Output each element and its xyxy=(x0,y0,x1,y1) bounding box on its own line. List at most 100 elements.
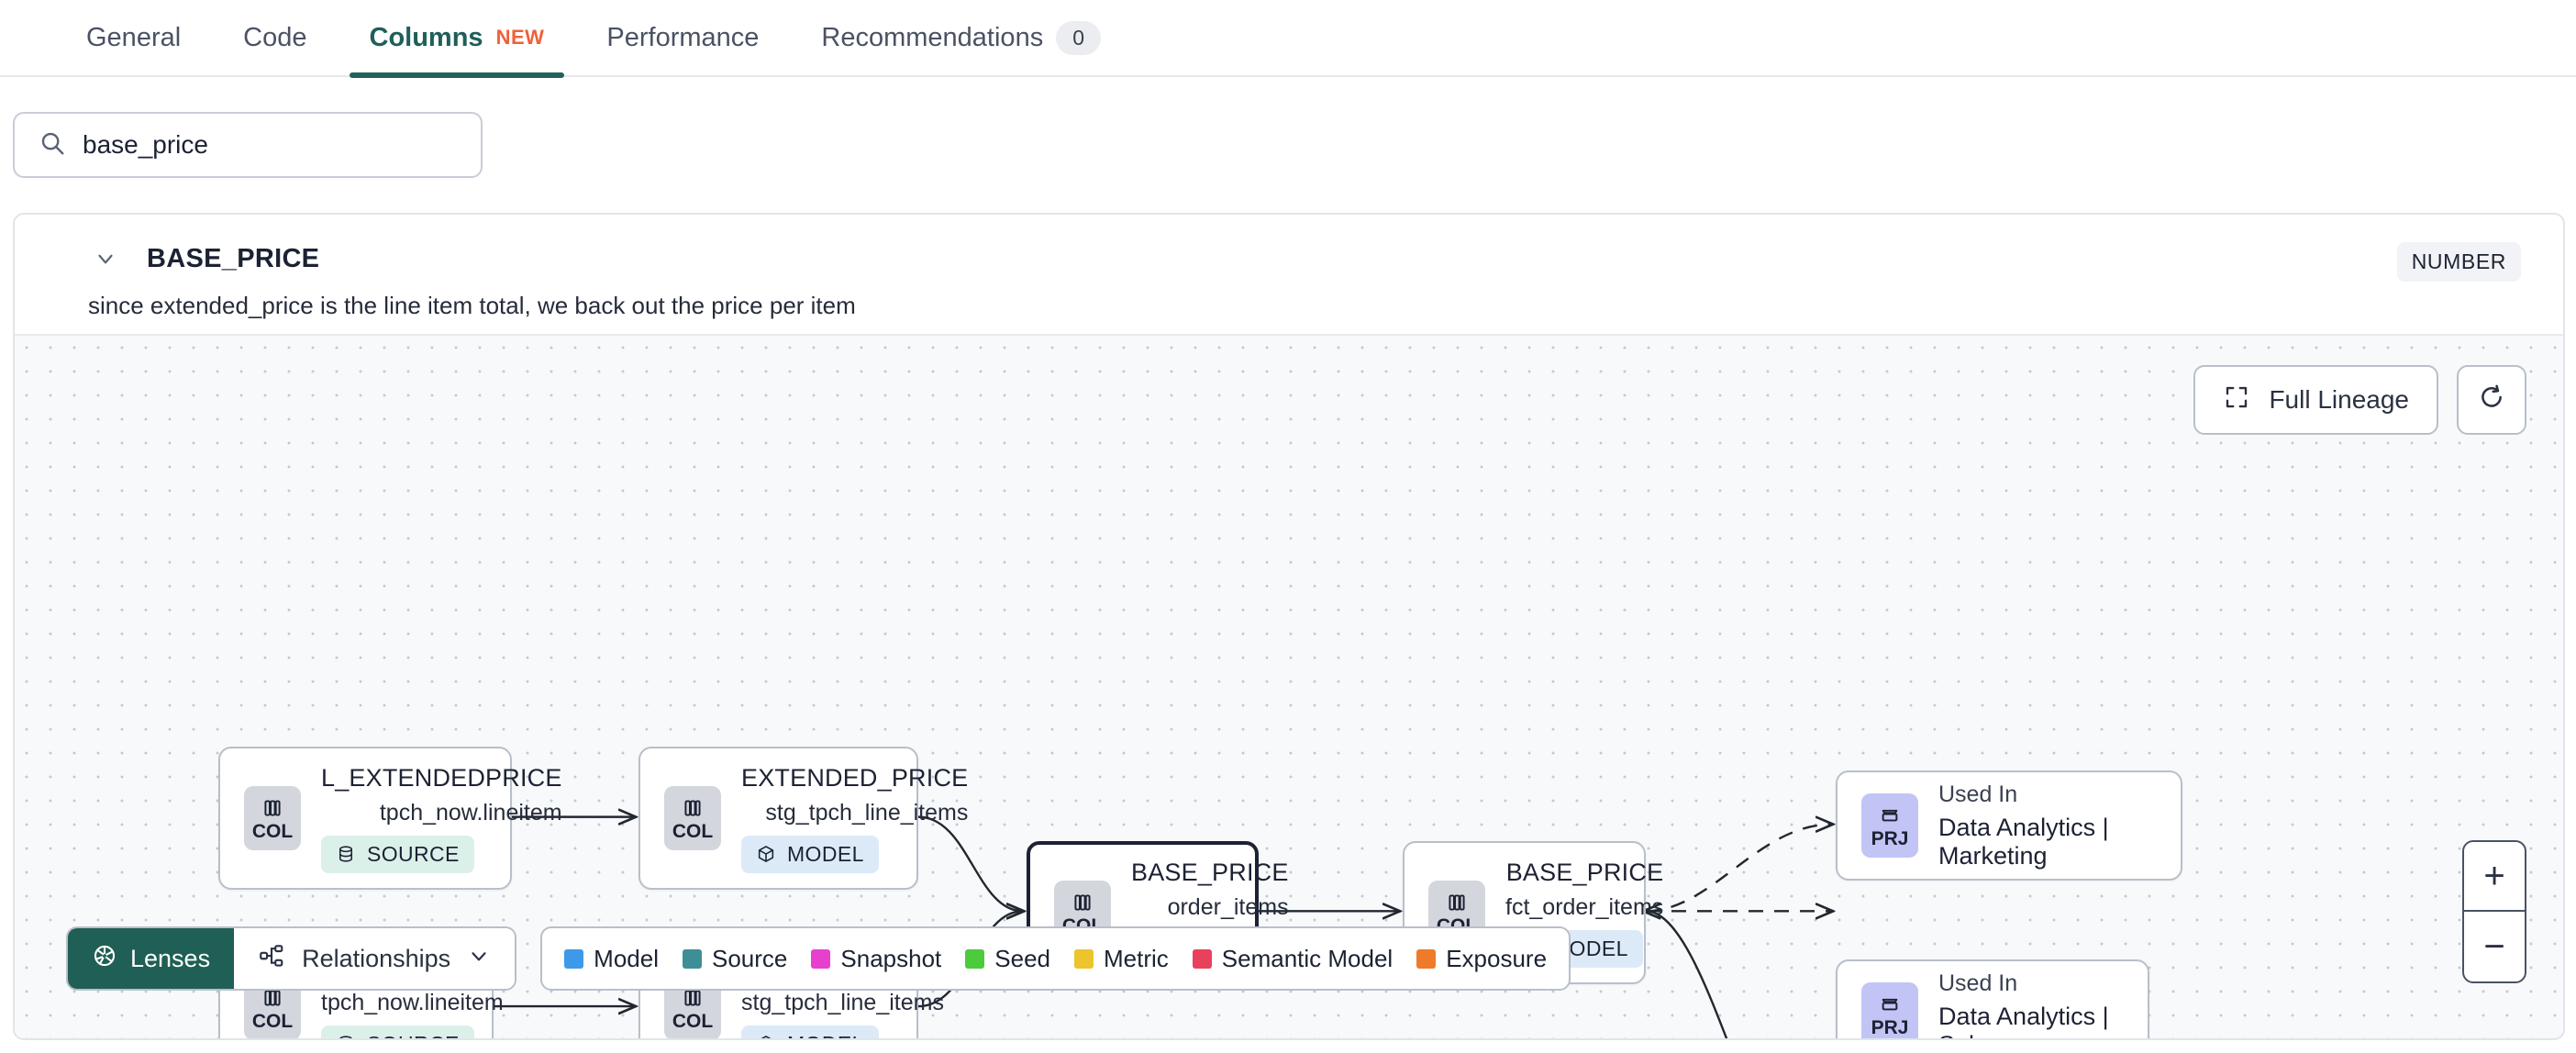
tab-code[interactable]: Code xyxy=(212,0,338,76)
column-detail-panel: BASE_PRICE NUMBER since extended_price i… xyxy=(13,213,2565,1040)
tab-recommendations[interactable]: Recommendations 0 xyxy=(790,0,1132,76)
kind-label: COL xyxy=(672,1010,714,1032)
tab-columns[interactable]: Columns NEW xyxy=(339,0,576,78)
node-title: EXTENDED_PRICE xyxy=(741,763,969,792)
legend-item-model: Model xyxy=(564,945,659,973)
tab-label: Code xyxy=(243,22,307,52)
page-title: BASE_PRICE xyxy=(147,243,320,273)
node-subtitle: stg_tpch_line_items xyxy=(741,989,944,1015)
legend-item-metric: Metric xyxy=(1074,945,1169,973)
pill-label: MODEL xyxy=(787,841,864,866)
tab-new-flag: NEW xyxy=(495,26,545,49)
kind-label: COL xyxy=(251,820,294,842)
legend-label: Semantic Model xyxy=(1221,944,1393,972)
legend-swatch xyxy=(965,948,985,969)
full-lineage-button[interactable]: Full Lineage xyxy=(2193,365,2438,435)
project-name: Data Analytics | Marketing xyxy=(1938,813,2109,870)
refresh-icon xyxy=(2477,382,2506,418)
legend-swatch xyxy=(1192,948,1212,969)
lineage-edges xyxy=(494,336,2563,1038)
node-subtitle: tpch_now.lineitem xyxy=(379,799,562,826)
kind-label: PRJ xyxy=(1871,1016,1909,1038)
column-header: BASE_PRICE NUMBER since extended_price i… xyxy=(15,215,2563,328)
node-body: EXTENDED_PRICE stg_tpch_line_items MODEL xyxy=(741,764,968,873)
lineage-canvas[interactable]: COL L_EXTENDEDPRICE tpch_now.lineitem SO… xyxy=(15,334,2563,1038)
project-name: Data Analytics | Sales xyxy=(1938,1002,2109,1039)
tab-general[interactable]: General xyxy=(55,0,212,76)
prj-kind-icon: PRJ xyxy=(1861,982,1918,1038)
legend-label: Model xyxy=(594,944,659,972)
expand-icon xyxy=(2223,383,2250,417)
zoom-controls: + − xyxy=(2462,840,2526,983)
column-type-badge: NUMBER xyxy=(2396,242,2521,282)
legend-swatch xyxy=(811,948,831,969)
legend-item-seed: Seed xyxy=(965,945,1050,973)
node-type-pill: MODEL xyxy=(741,835,879,873)
tab-label: Performance xyxy=(606,22,760,52)
node-body: Used In Data Analytics | Sales xyxy=(1938,970,2124,1039)
legend-item-semantic-model: Semantic Model xyxy=(1192,944,1393,973)
node-body: QUANTITY stg_tpch_line_items MODEL xyxy=(741,954,944,1039)
relationships-label: Relationships xyxy=(302,944,451,972)
legend-swatch xyxy=(1074,948,1094,969)
tab-bar: General Code Columns NEW Performance Rec… xyxy=(0,0,2576,78)
legend-swatch xyxy=(1416,948,1437,969)
lenses-button[interactable]: Lenses xyxy=(68,928,235,989)
pill-label: MODEL xyxy=(787,1032,864,1039)
kind-label: COL xyxy=(251,1010,294,1032)
zoom-out-button[interactable]: − xyxy=(2483,926,2505,967)
legend-item-source: Source xyxy=(683,945,787,973)
legend-label: Seed xyxy=(994,944,1050,972)
column-description: since extended_price is the line item to… xyxy=(88,292,856,319)
lineage-node-project-sales[interactable]: PRJ Used In Data Analytics | Sales xyxy=(1836,959,2149,1038)
lineage-node-extended-price[interactable]: COL EXTENDED_PRICE stg_tpch_line_items M… xyxy=(638,747,968,890)
node-title: L_EXTENDEDPRICE xyxy=(321,763,562,792)
chevron-down-icon xyxy=(467,944,491,974)
legend-label: Exposure xyxy=(1446,944,1548,972)
used-in-label: Used In xyxy=(1938,781,2018,807)
chevron-down-icon[interactable] xyxy=(90,243,121,274)
pill-label: SOURCE xyxy=(367,841,460,866)
canvas-bottom-bar: Lenses Relationships xyxy=(66,926,1571,991)
tab-performance[interactable]: Performance xyxy=(575,0,790,76)
node-type-pill: MODEL xyxy=(741,1025,879,1039)
node-subtitle: tpch_now.lineitem xyxy=(321,989,504,1015)
node-body: Used In Data Analytics | Marketing xyxy=(1938,781,2157,870)
node-title: BASE_PRICE xyxy=(1131,858,1289,886)
pill-label: SOURCE xyxy=(367,1032,460,1039)
legend-swatch xyxy=(564,948,584,969)
node-subtitle: fct_order_items xyxy=(1505,893,1664,920)
node-body: L_EXTENDEDPRICE tpch_now.lineitem SOURCE xyxy=(321,764,562,873)
col-kind-icon: COL xyxy=(244,786,301,850)
lineage-legend: Model Source Snapshot Seed xyxy=(540,926,1571,991)
node-type-pill: SOURCE xyxy=(321,835,474,873)
search-box[interactable] xyxy=(13,112,483,178)
prj-kind-icon: PRJ xyxy=(1861,793,1918,858)
kind-label: PRJ xyxy=(1871,827,1909,849)
node-type-pill: SOURCE xyxy=(321,1025,474,1039)
tab-label: Columns xyxy=(369,22,483,52)
lineage-node-project-marketing[interactable]: PRJ Used In Data Analytics | Marketing xyxy=(1836,770,2182,881)
node-title: BASE_PRICE xyxy=(1505,858,1664,886)
canvas-top-controls: Full Lineage xyxy=(2193,365,2526,435)
legend-label: Snapshot xyxy=(840,944,942,972)
aperture-icon xyxy=(92,943,117,975)
search-input[interactable] xyxy=(83,130,457,160)
refresh-button[interactable] xyxy=(2457,365,2526,435)
lineage-node-l-extendedprice[interactable]: COL L_EXTENDEDPRICE tpch_now.lineitem SO… xyxy=(218,747,562,890)
relationships-icon xyxy=(258,942,285,976)
legend-item-snapshot: Snapshot xyxy=(811,945,941,973)
lens-relationship-group: Lenses Relationships xyxy=(66,926,517,991)
relationships-dropdown[interactable]: Relationships xyxy=(234,928,516,989)
col-kind-icon: COL xyxy=(664,786,721,850)
zoom-in-button[interactable]: + xyxy=(2464,842,2525,912)
kind-label: COL xyxy=(672,820,714,842)
tab-label: General xyxy=(86,22,182,52)
legend-label: Metric xyxy=(1104,944,1169,972)
recommendations-count-badge: 0 xyxy=(1056,20,1101,55)
lenses-label: Lenses xyxy=(130,944,211,972)
search-icon xyxy=(39,129,66,161)
node-subtitle: stg_tpch_line_items xyxy=(765,799,969,826)
used-in-label: Used In xyxy=(1938,970,2018,996)
